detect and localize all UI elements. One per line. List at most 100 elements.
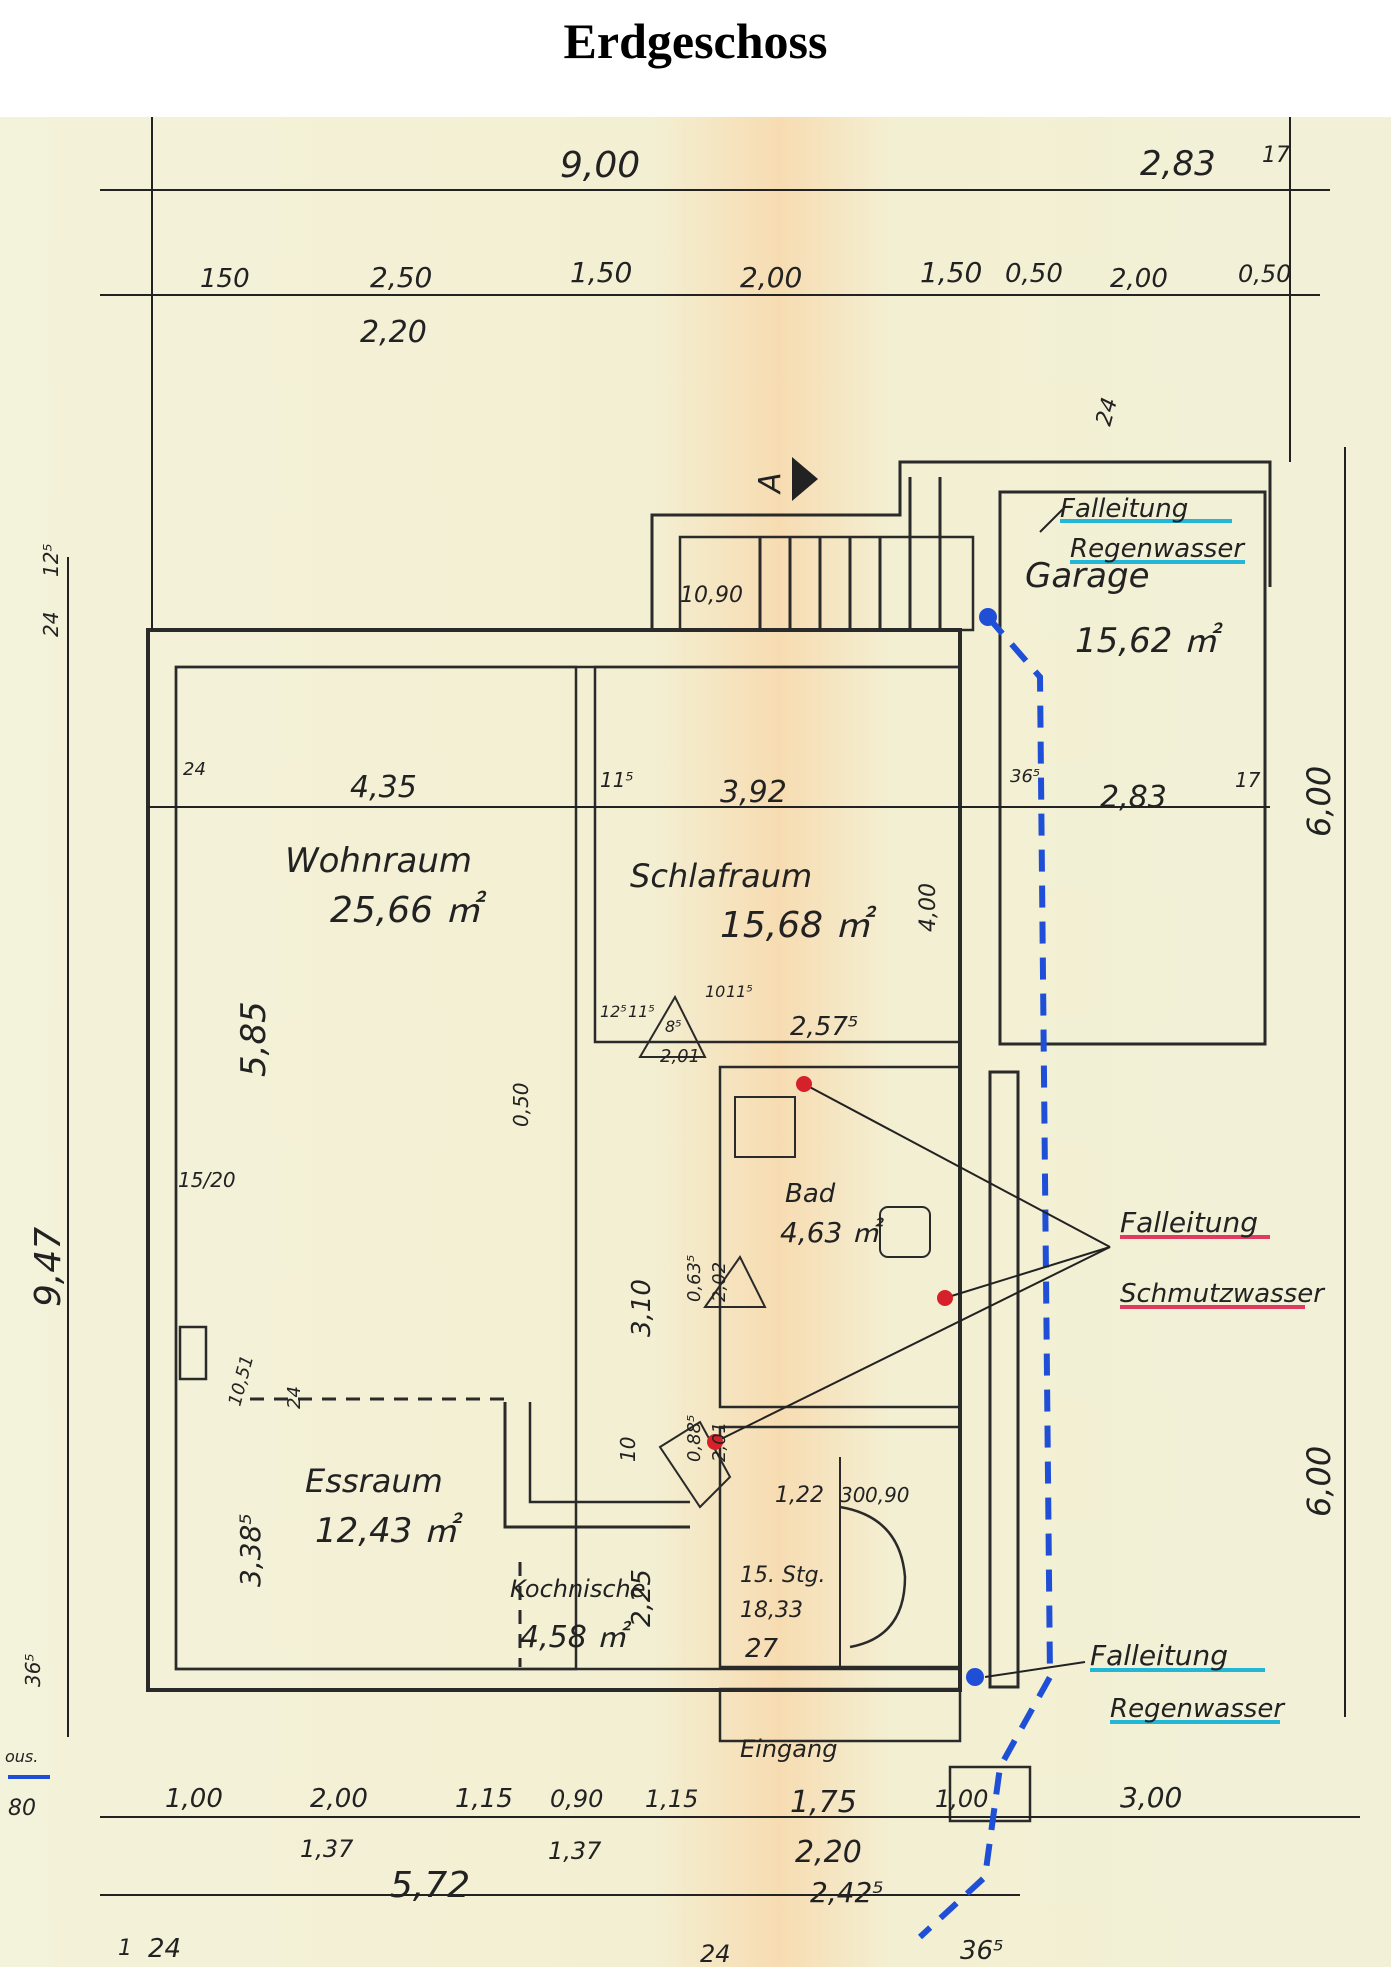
dim-label: 0,90 (550, 1785, 603, 1813)
dim-label: 1,37 (548, 1837, 602, 1865)
dim-label: 17 (1235, 768, 1261, 792)
dim-label: 2,83 (1100, 780, 1167, 815)
dim-label: 11⁵ (726, 982, 753, 1001)
dim-label: 1,37 (300, 1835, 354, 1863)
annotation-sewage-line2: Schmutzwasser (1120, 1279, 1326, 1309)
page-title: Erdgeschoss (563, 13, 828, 69)
dim-label: 2,20 (795, 1835, 862, 1870)
room-name-garage: Garage (1025, 556, 1150, 596)
dim-label: 5,85 (234, 1001, 274, 1077)
dim-label: 2,00 (310, 1784, 368, 1814)
wall-kochnische-inner (528, 1402, 690, 1504)
dim-label: 11⁵ (628, 1002, 655, 1021)
leader-line (803, 1083, 1111, 1248)
dim-label: 30 (840, 1483, 865, 1507)
stairs-run: 27 (745, 1634, 779, 1664)
dim-label: 24 (39, 612, 63, 637)
sewage-point (796, 1076, 812, 1092)
dim-label: 9,00 (560, 145, 640, 186)
room-area-kochnische: 4,58 ㎡ (520, 1620, 632, 1655)
wall-garage (998, 490, 1267, 1046)
wall-schlafraum (593, 665, 962, 1044)
dim-label: 15/20 (178, 1168, 236, 1192)
room-area-schlafraum: 15,68 ㎡ (720, 905, 878, 946)
room-name-schlafraum: Schlafraum (630, 857, 812, 895)
dim-label: 2,83 (1140, 144, 1216, 184)
dim-label: 150 (200, 264, 250, 294)
rain-pipe-point (979, 608, 997, 626)
bad-wc (879, 1206, 931, 1258)
annotation-rain-bottom-line2: Regenwasser (1110, 1694, 1286, 1724)
dim-label: 12⁵ (600, 1002, 627, 1021)
door-swing (703, 1255, 767, 1308)
dim-label: 3,00 (1120, 1781, 1182, 1814)
dim-label: 1,50 (570, 256, 632, 289)
dim-label: 2,01 (709, 1422, 730, 1462)
wall-bad (718, 1065, 962, 1409)
dim-label: 2,42⁵ (810, 1876, 884, 1909)
dim-label: 1,15 (645, 1785, 698, 1813)
dim-label: 24 (148, 1934, 181, 1964)
dim-label: 17 (1262, 143, 1290, 168)
dim-label: 6,00 (1300, 766, 1338, 837)
leader-line (714, 1246, 1111, 1443)
stair-tower-inner (678, 535, 975, 632)
dim-label: 1 (118, 1936, 132, 1961)
dim-label: 2,00 (740, 261, 802, 294)
dim-label: 1,50 (920, 256, 982, 289)
dim-label: 0,50 (509, 1082, 533, 1127)
room-name-wohnraum: Wohnraum (285, 841, 472, 881)
annotation-rain-top-line1: Falleitung (1060, 494, 1188, 524)
room-area-garage: 15,62 ㎡ (1075, 621, 1223, 661)
dim-label: 0,90 (865, 1483, 910, 1507)
entrance-label: Eingang (740, 1735, 837, 1763)
room-area-bad: 4,63 ㎡ (780, 1216, 884, 1249)
leader-line (984, 1661, 1086, 1678)
dimension-lines (67, 117, 1360, 1896)
dim-label: 9,47 (28, 1227, 69, 1307)
wall-kochnische (503, 1402, 690, 1529)
dim-label: 8⁵ (665, 1017, 682, 1036)
stairs-rise: 18,33 (740, 1598, 803, 1623)
dim-label: 2,57⁵ (790, 1012, 858, 1042)
dim-label: 2,25 (627, 1569, 657, 1627)
dim-label: 11⁵ (600, 768, 633, 792)
dim-label: 1,22 (775, 1483, 824, 1508)
door-swing (658, 1420, 732, 1509)
room-name-bad: Bad (785, 1179, 836, 1209)
dim-label: 2,02 (709, 1262, 730, 1302)
rain-pipe-route (917, 615, 1054, 1940)
dim-label: 3,10 (627, 1279, 657, 1337)
dim-label: 10 (705, 982, 725, 1001)
bad-shower (734, 1096, 796, 1158)
dim-label: 1,75 (790, 1785, 857, 1820)
dim-label: 36⁵ (21, 1654, 45, 1687)
dim-label: 1,00 (935, 1785, 988, 1813)
leader-line (1039, 506, 1066, 533)
dim-label: 2,50 (370, 261, 432, 294)
leader-line (944, 1246, 1111, 1299)
annotation-rain-bottom-line1: Falleitung (1090, 1639, 1228, 1672)
dim-label: 0,63⁵ (684, 1255, 705, 1302)
sewage-leaders (714, 506, 1111, 1678)
sewage-point (937, 1290, 953, 1306)
chimney (178, 1325, 208, 1381)
dim-label: 3,92 (720, 775, 787, 810)
floor-plan-sheet: A Wohnraum 25,66 ㎡ Schlafraum 15,68 ㎡ Ga… (0, 117, 1391, 1968)
dim-label: 3,38⁵ (234, 1513, 267, 1587)
dim-label: 36⁵ (960, 1936, 1004, 1966)
dim-label: 4,00 (916, 883, 941, 932)
room-area-essraum: 12,43 ㎡ (315, 1511, 463, 1551)
annotation-sewage-line1: Falleitung (1120, 1206, 1258, 1239)
sewage-point (707, 1434, 723, 1450)
door-swing (638, 994, 707, 1058)
spiral-stairs (839, 1505, 907, 1649)
left-edge-note: ous. (5, 1747, 38, 1766)
dim-label: 2,00 (1110, 264, 1168, 294)
dim-label: 0,50 (1005, 259, 1063, 289)
left-edge-note: 80 (8, 1796, 36, 1821)
wall-wohnraum (174, 665, 578, 1671)
annotation-rain-top-line2: Regenwasser (1070, 534, 1246, 564)
dim-label: 2,01 (660, 1046, 700, 1067)
rain-pipe-point (966, 1668, 984, 1686)
